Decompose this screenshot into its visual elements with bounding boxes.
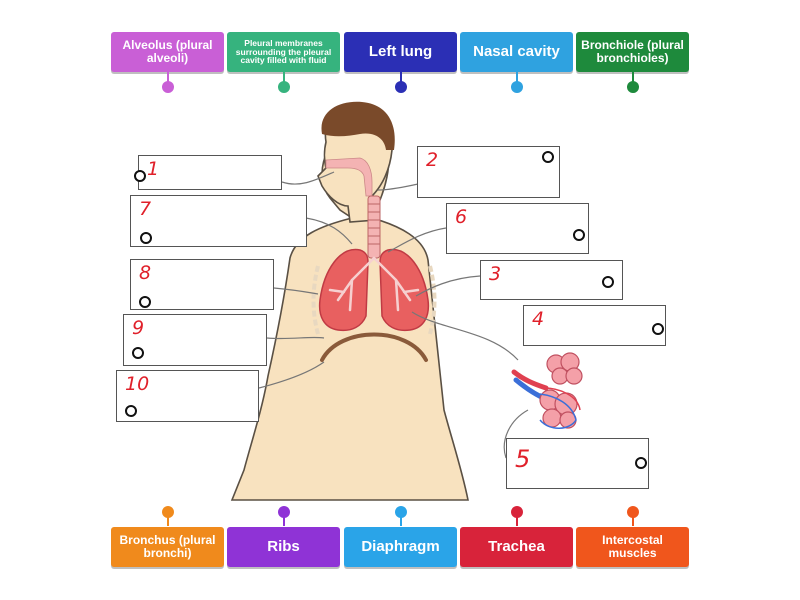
top-label-tile[interactable]: Pleural membranes surrounding the pleura… xyxy=(227,32,340,72)
answer-box-2[interactable]: 2 xyxy=(417,146,560,198)
label-pin-stem xyxy=(400,516,402,526)
label-pin-dot[interactable] xyxy=(278,81,290,93)
bottom-label-tile[interactable]: Ribs xyxy=(227,527,340,567)
label-pin-dot[interactable] xyxy=(278,506,290,518)
label-pin-stem xyxy=(283,516,285,526)
answer-box-8[interactable]: 8 xyxy=(130,259,274,310)
answer-box-number: 10 xyxy=(125,373,150,395)
drop-point[interactable] xyxy=(635,457,647,469)
bronchial-tree xyxy=(328,256,420,312)
drop-point[interactable] xyxy=(542,151,554,163)
answer-box-1[interactable]: 1 xyxy=(134,155,282,190)
answer-box-number: 8 xyxy=(139,262,152,284)
answer-box-number: 2 xyxy=(426,149,439,171)
label-pin-stem xyxy=(632,516,634,526)
answer-box-number: 3 xyxy=(489,263,502,285)
label-pin-stem xyxy=(283,72,285,82)
label-pin-stem xyxy=(400,72,402,82)
answer-box-10[interactable]: 10 xyxy=(116,370,259,422)
pointer-lines xyxy=(258,171,529,459)
drop-point[interactable] xyxy=(652,323,664,335)
nasal-airway xyxy=(325,157,373,197)
label-pin-dot[interactable] xyxy=(627,81,639,93)
answer-box-3[interactable]: 3 xyxy=(480,260,623,300)
label-pin-stem xyxy=(167,516,169,526)
label-pin-stem xyxy=(632,72,634,82)
answer-box-number: 1 xyxy=(147,158,160,180)
label-pin-stem xyxy=(516,516,518,526)
bottom-label-tile[interactable]: Trachea xyxy=(460,527,573,567)
top-label-tile[interactable]: Nasal cavity xyxy=(460,32,573,72)
label-pin-stem xyxy=(516,72,518,82)
alveoli-illustration xyxy=(511,352,583,429)
answer-box-7[interactable]: 7 xyxy=(130,195,307,247)
answer-box-number: 5 xyxy=(515,445,531,473)
label-pin-dot[interactable] xyxy=(627,506,639,518)
bottom-label-tile[interactable]: Bronchus (plural bronchi) xyxy=(111,527,224,567)
drop-point[interactable] xyxy=(134,170,146,182)
drop-point[interactable] xyxy=(132,347,144,359)
drop-point[interactable] xyxy=(125,405,137,417)
bottom-label-tile[interactable]: Intercostal muscles xyxy=(576,527,689,567)
answer-box-9[interactable]: 9 xyxy=(123,314,267,366)
drop-point[interactable] xyxy=(602,276,614,288)
drop-point[interactable] xyxy=(573,229,585,241)
answer-box-number: 9 xyxy=(132,317,145,339)
answer-box-number: 4 xyxy=(532,308,545,330)
hair xyxy=(321,101,395,150)
label-pin-dot[interactable] xyxy=(395,506,407,518)
label-pin-dot[interactable] xyxy=(511,506,523,518)
answer-box-number: 6 xyxy=(455,206,468,228)
label-pin-dot[interactable] xyxy=(162,506,174,518)
bottom-label-tile[interactable]: Diaphragm xyxy=(344,527,457,567)
answer-box-number: 7 xyxy=(139,198,152,220)
answer-box-5[interactable]: 5 xyxy=(506,438,649,489)
trachea-illustration xyxy=(367,195,381,259)
label-pin-stem xyxy=(167,72,169,82)
diaphragm-illustration xyxy=(320,332,428,362)
label-pin-dot[interactable] xyxy=(162,81,174,93)
label-pin-dot[interactable] xyxy=(511,81,523,93)
answer-box-6[interactable]: 6 xyxy=(446,203,589,254)
top-label-tile[interactable]: Bronchiole (plural bronchioles) xyxy=(576,32,689,72)
trachea-rings xyxy=(368,203,380,245)
top-label-tile[interactable]: Alveolus (plural alveoli) xyxy=(111,32,224,72)
drop-point[interactable] xyxy=(139,296,151,308)
top-label-tile[interactable]: Left lung xyxy=(344,32,457,72)
drop-point[interactable] xyxy=(140,232,152,244)
answer-box-4[interactable]: 4 xyxy=(523,305,666,346)
label-pin-dot[interactable] xyxy=(395,81,407,93)
